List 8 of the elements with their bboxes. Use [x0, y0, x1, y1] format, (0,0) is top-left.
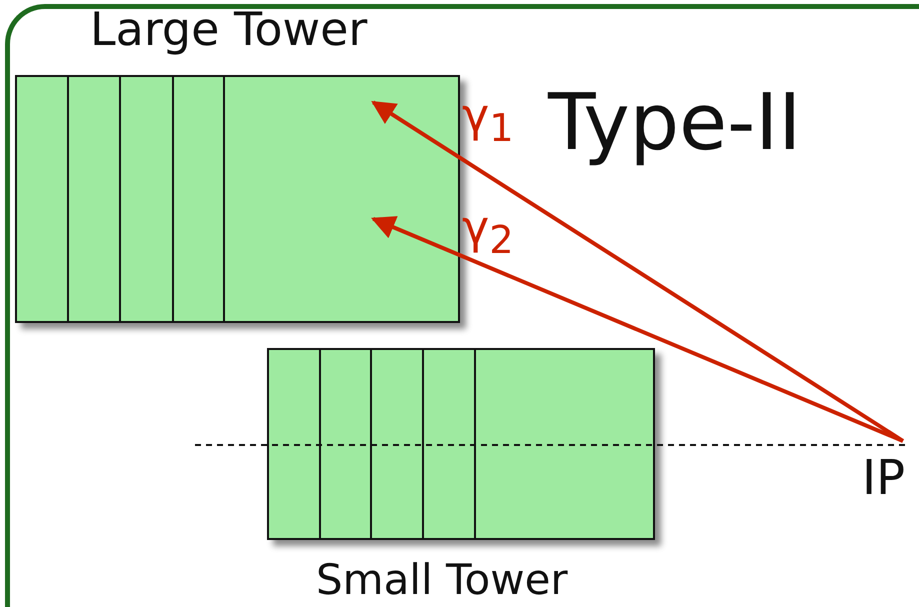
- arrow: [371, 216, 904, 443]
- tower-label: Small Tower: [316, 555, 568, 604]
- type-heading: Type-II: [548, 78, 802, 168]
- edge-label: γ$_{1}$: [462, 88, 514, 152]
- edge-label: γ$_{2}$: [462, 200, 514, 264]
- tower-label: Large Tower: [90, 2, 368, 56]
- interaction-point-label: IP: [862, 450, 906, 506]
- arrow: [371, 100, 904, 443]
